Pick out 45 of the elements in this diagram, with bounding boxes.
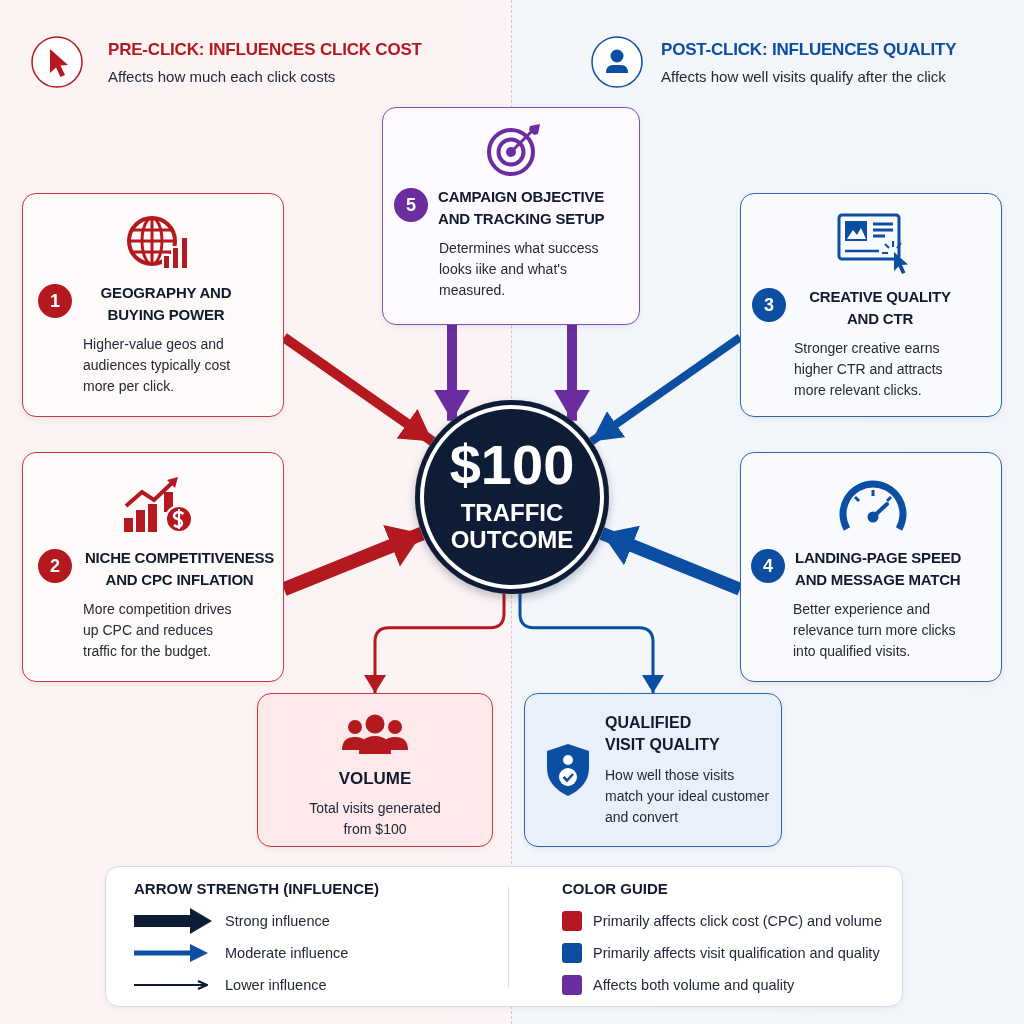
section-heading: POST-CLICK: INFLUENCES QUALITY [661, 40, 957, 60]
curved-arrow [518, 593, 664, 693]
card-description: How well those visits match your ideal customer and convert [605, 765, 771, 827]
result-card [257, 693, 493, 847]
factor-card [382, 107, 640, 325]
card-title: GEOGRAPHY AND BUYING POWER [99, 283, 233, 325]
factor-card [740, 452, 1002, 682]
card-title: VOLUME [337, 768, 413, 790]
amount-text: $100 [449, 436, 575, 495]
step-number: 2 [38, 549, 72, 583]
legend-heading: ARROW STRENGTH (INFLUENCE) [134, 880, 379, 897]
factor-card [22, 452, 284, 682]
card-title: CREATIVE QUALITY AND CTR [808, 287, 952, 329]
result-card [524, 693, 782, 847]
card-title: QUALIFIED VISIT QUALITY [605, 713, 721, 756]
card-description: Determines what success looks iike and what's measured. [439, 238, 600, 300]
arrow [554, 325, 590, 421]
card-description: More competition drives up CPC and reduces traffic for the budget. [83, 599, 233, 661]
card-description: Stronger creative earns higher CTR and attracts more relevant clicks. [794, 338, 944, 400]
section-subtitle: Affects how much each click costs [108, 68, 336, 85]
card-title: NICHE COMPETITIVENESS AND CPC INFLATION [83, 548, 276, 590]
step-number: 3 [752, 288, 786, 322]
legend-label: Primarily affects click cost (CPC) and volume [593, 913, 882, 929]
card-description: Higher-value geos and audiences typically cost more per click. [83, 334, 232, 396]
legend-label: Affects both volume and quality [593, 977, 795, 993]
factor-card [22, 193, 284, 417]
card-description: Total visits generated from $100 [308, 799, 442, 840]
factor-card [740, 193, 1002, 417]
card-title: LANDING-PAGE SPEED AND MESSAGE MATCH [795, 548, 963, 590]
curved-arrow [364, 593, 506, 693]
arrow [434, 325, 470, 421]
legend-label: Moderate influence [225, 945, 349, 961]
legend-label: Lower influence [225, 977, 327, 993]
outcome-circle [415, 400, 609, 594]
legend-heading: COLOR GUIDE [562, 880, 668, 897]
section-subtitle: Affects how well visits qualify after the click [661, 68, 946, 85]
step-number: 5 [394, 188, 428, 222]
outcome-title: TRAFFIC OUTCOME [449, 498, 575, 554]
card-description: Better experience and relevance turn more clicks into qualified visits. [793, 599, 957, 661]
legend-label: Primarily affects visit qualification and quality [593, 945, 880, 961]
step-number: 1 [38, 284, 72, 318]
card-title: CAMPAIGN OBJECTIVE AND TRACKING SETUP [438, 187, 606, 229]
step-number: 4 [751, 549, 785, 583]
section-heading: PRE-CLICK: INFLUENCES CLICK COST [108, 40, 422, 60]
legend-label: Strong influence [225, 913, 330, 929]
